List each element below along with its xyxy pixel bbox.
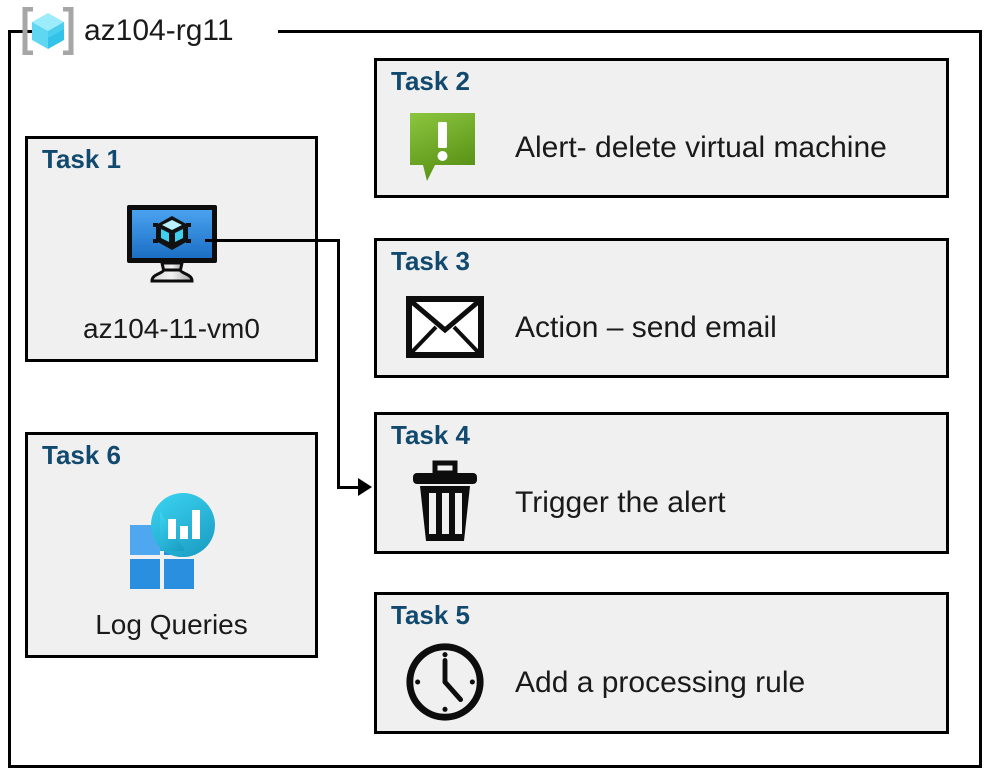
card-title-task-2: Task 2: [391, 66, 471, 96]
virtual-machine-icon: [28, 187, 315, 299]
resource-group-frame-top-left: [8, 30, 34, 33]
connector-segment-horizontal-top: [205, 239, 340, 242]
connector-segment-vertical: [337, 239, 340, 488]
card-label-task-1: az104-11-vm0: [83, 313, 260, 344]
card-task-4[interactable]: Task 4 Trigger the alert: [374, 412, 949, 554]
card-task-1[interactable]: Task 1: [25, 136, 318, 362]
card-task-5[interactable]: Task 5 Add a processing rule: [374, 592, 949, 734]
card-title-task-3: Task 3: [391, 246, 471, 276]
card-task-3[interactable]: Task 3 Action – send email: [374, 238, 949, 378]
alert-callout-icon: [403, 107, 487, 187]
card-title-task-5: Task 5: [391, 600, 471, 630]
card-label-task-3: Action – send email: [515, 310, 777, 344]
log-queries-icon: [28, 483, 315, 595]
card-label-task-4: Trigger the alert: [515, 485, 726, 519]
resource-group-frame-top-right: [278, 30, 982, 33]
card-label-task-5: Add a processing rule: [515, 665, 806, 699]
envelope-icon: [403, 296, 487, 358]
resource-group-header: az104-rg11: [22, 6, 234, 56]
card-title-task-6: Task 6: [42, 440, 122, 470]
resource-group-frame: [8, 30, 982, 768]
resource-group-name: az104-rg11: [84, 14, 234, 47]
arrow-right-icon: [358, 478, 372, 496]
resource-group-cube-icon: [22, 7, 74, 55]
connector-segment-horizontal-bottom: [337, 486, 361, 489]
card-task-2[interactable]: Task 2 Alert- delete virtual machine: [374, 58, 949, 198]
card-label-task-2: Alert- delete virtual machine: [515, 130, 887, 164]
card-label-task-6: Log Queries: [95, 609, 248, 640]
card-title-task-4: Task 4: [391, 420, 471, 450]
trash-icon: [403, 459, 487, 545]
card-task-6[interactable]: Task 6: [25, 432, 318, 658]
card-title-task-1: Task 1: [42, 144, 122, 174]
clock-icon: [403, 639, 487, 725]
